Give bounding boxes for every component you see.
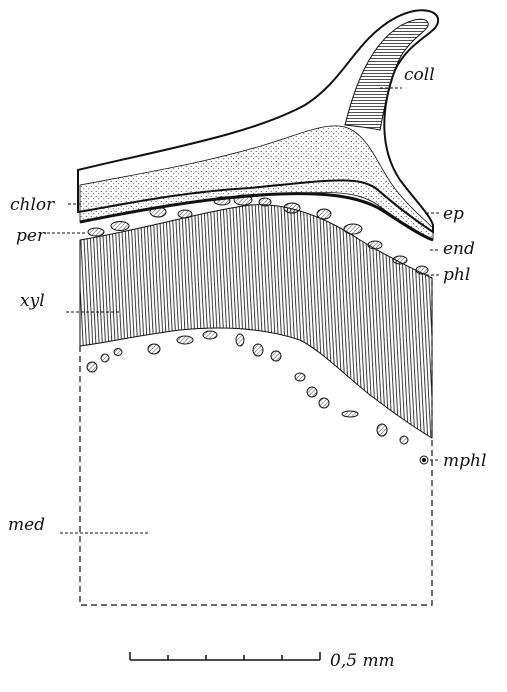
scale-bar	[130, 652, 320, 660]
label-med: med	[8, 515, 45, 535]
label-phl: phl	[443, 265, 470, 285]
label-xyl: xyl	[20, 291, 45, 311]
scale-bar-label: 0,5 mm	[330, 651, 395, 671]
xylem-region	[80, 205, 432, 438]
label-per: per	[16, 226, 46, 246]
label-coll: coll	[404, 65, 435, 85]
label-mphl: mphl	[443, 451, 486, 471]
label-chlor: chlor	[10, 195, 55, 215]
label-end: end	[443, 239, 475, 259]
label-ep: ep	[443, 204, 464, 224]
